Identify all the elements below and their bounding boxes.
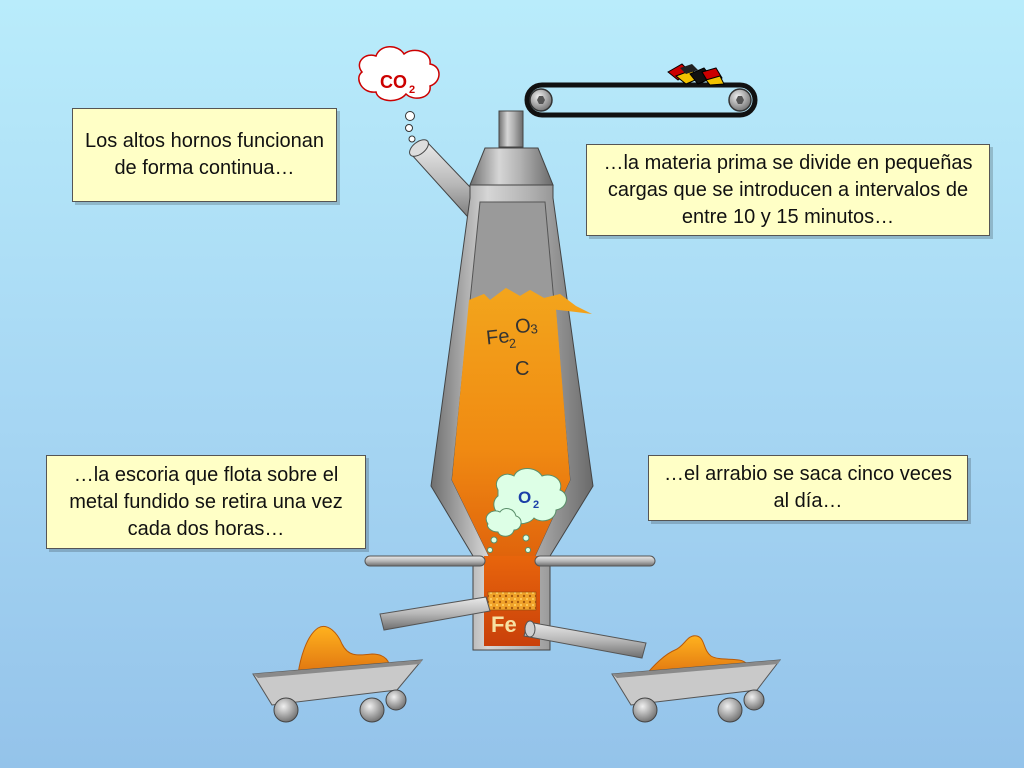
fe2o3-label-fe: Fe (485, 325, 511, 349)
o2-gas-cloud: O 2 (485, 468, 567, 553)
slag-tap-chute (379, 596, 491, 631)
pig-iron-ladle-cart (611, 635, 782, 723)
co2-label: CO (380, 72, 407, 92)
fe2o3-label-sub2: 2 (508, 335, 517, 351)
o2-subscript: 2 (533, 499, 539, 511)
note-slag-removal: …la escoria que flota sobre el metal fun… (46, 455, 366, 549)
fe2o3-label-sub3: 3 (530, 321, 539, 337)
conveyor-belt (524, 82, 758, 118)
fe2o3-label-o: O (514, 315, 532, 339)
slag-layer (487, 591, 537, 611)
note-continuous-operation: Los altos hornos funcionan de forma cont… (72, 108, 337, 202)
co2-subscript: 2 (409, 84, 415, 96)
fe2o3-label-group: Fe 2 O 3 (485, 315, 539, 351)
carbon-label: C (515, 358, 529, 380)
note-pig-iron-tapping: …el arrabio se saca cinco veces al día… (648, 455, 968, 521)
iron-tap-chute (523, 620, 647, 659)
co2-gas-cloud: CO 2 (358, 46, 440, 143)
raw-material-charge (667, 63, 725, 86)
slag-ladle-cart (252, 626, 424, 723)
note-charges-interval: …la materia prima se divide en pequeñas … (586, 144, 990, 236)
iron-label: Fe (491, 612, 517, 637)
o2-label: O (518, 488, 531, 507)
air-blast-pipes (364, 555, 656, 567)
